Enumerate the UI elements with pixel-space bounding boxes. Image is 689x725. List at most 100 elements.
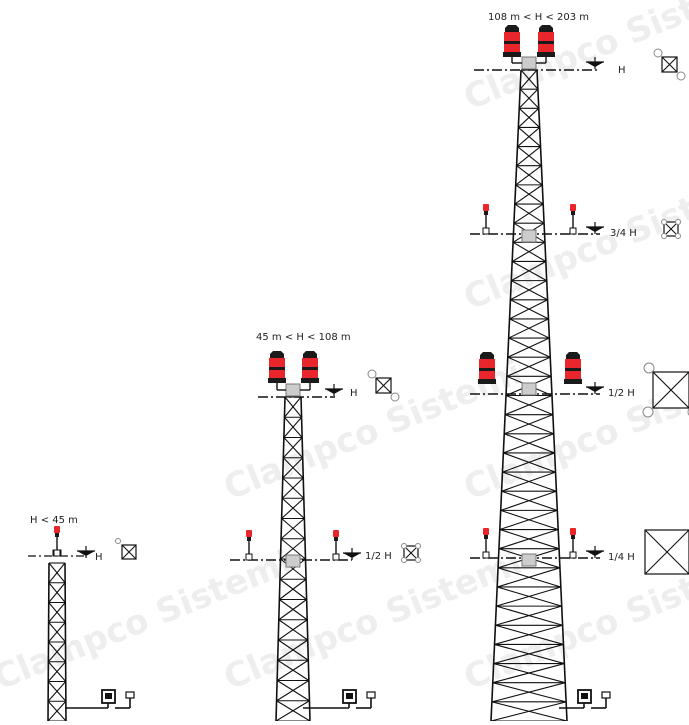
tower-brace: [500, 490, 557, 511]
light-base: [484, 211, 488, 215]
light-mount: [569, 227, 577, 235]
tower-level-top: H: [77, 538, 137, 563]
tower-small: H < 45 m H: [28, 515, 137, 722]
light-lens: [54, 526, 60, 533]
light-base: [301, 378, 319, 383]
tower-brace: [520, 69, 539, 90]
tower-brace: [279, 558, 306, 580]
plan-light-circle: [653, 48, 663, 58]
tower-brace: [519, 88, 540, 109]
tower-brace: [281, 477, 304, 499]
plan-light-circle: [367, 369, 377, 379]
tower-brace: [47, 661, 67, 682]
sensor-box: [125, 691, 135, 699]
plan-view-icon: [401, 543, 421, 563]
plan-light-circle: [401, 557, 407, 563]
light-base: [334, 537, 338, 541]
tower-brace: [514, 184, 543, 205]
tower-level-half: 1/2 H: [343, 543, 421, 563]
tower-lattice: [230, 351, 376, 722]
plan-light-circle: [642, 406, 654, 418]
light-lens: [483, 204, 489, 211]
sensor-box: [366, 691, 376, 699]
plan-light-circle: [390, 392, 400, 402]
tower-brace: [47, 700, 67, 722]
tower-brace: [519, 69, 538, 90]
tower-brace: [280, 518, 305, 540]
plan-light-circle: [643, 362, 655, 374]
tower-brace: [497, 567, 561, 588]
tower-brace: [491, 682, 566, 703]
obstruction-light-small: [332, 530, 340, 561]
plan-light-circle: [115, 538, 121, 544]
light-band: [302, 367, 318, 370]
cabinet-panel: [581, 693, 588, 699]
tower-brace: [518, 107, 541, 128]
light-band: [538, 41, 554, 44]
obstruction-light-small: [482, 528, 490, 559]
light-mount: [569, 551, 577, 559]
junction-box: [285, 554, 301, 568]
tower-brace: [281, 497, 305, 519]
light-band: [504, 41, 520, 44]
control-cabinet: [65, 689, 135, 709]
tower-brace: [282, 457, 304, 479]
level-marker: [343, 548, 361, 560]
tower-brace: [276, 659, 309, 681]
light-base: [503, 52, 521, 57]
obstruction-light-red: [503, 25, 521, 57]
plan-light-circle: [675, 233, 681, 239]
tower-brace: [48, 602, 66, 623]
tower-brace: [506, 356, 551, 377]
level-marker: [586, 382, 604, 394]
tower-brace: [515, 165, 542, 186]
plan-diagonal: [403, 545, 419, 561]
tower-level-three-quarter: 3/4 H: [586, 219, 681, 239]
tower-brace: [492, 663, 565, 684]
tower-brace: [275, 700, 310, 722]
light-cap: [303, 351, 317, 358]
tower-range-label: 108 m < H < 203 m: [488, 12, 589, 23]
light-base: [564, 379, 582, 384]
tower-brace: [498, 529, 559, 550]
level-marker: [586, 57, 604, 69]
light-mount: [482, 227, 490, 235]
light-lens: [246, 530, 252, 537]
tower-brace: [511, 260, 547, 282]
light-lens: [570, 204, 576, 211]
level-marker: [586, 222, 604, 234]
light-mount: [332, 553, 340, 561]
light-base: [484, 535, 488, 539]
tower-brace: [283, 416, 302, 438]
obstruction-light-red: [478, 352, 496, 384]
tower-brace: [501, 471, 556, 492]
junction-box: [285, 383, 301, 397]
light-base: [537, 52, 555, 57]
tower-brace: [282, 437, 303, 459]
tower-level-top: H: [325, 369, 400, 402]
tower-brace: [507, 337, 550, 358]
light-cap: [270, 351, 284, 358]
plan-light-circle: [415, 557, 421, 563]
plan-view-icon: [121, 544, 137, 560]
tower-brace: [517, 127, 541, 148]
tower-brace: [504, 414, 554, 435]
tower-brace: [493, 643, 564, 665]
tower-brace: [509, 299, 548, 320]
tower-range-label: 45 m < H < 108 m: [256, 332, 351, 343]
tower-level-quarter: 1/4 H: [586, 529, 689, 575]
junction-box: [521, 382, 537, 396]
plan-light-circle: [676, 71, 686, 81]
tower-brace: [513, 203, 544, 224]
light-base: [571, 535, 575, 539]
tower-range-label: H < 45 m: [30, 515, 78, 526]
cabinet-panel: [105, 693, 112, 699]
tower-brace: [517, 127, 541, 148]
tower-brace: [503, 433, 554, 454]
control-cabinet: [559, 689, 611, 709]
tower-brace: [496, 586, 561, 607]
cabinet-panel: [346, 693, 353, 699]
control-cabinet: [303, 689, 376, 709]
junction-box: [521, 229, 537, 243]
